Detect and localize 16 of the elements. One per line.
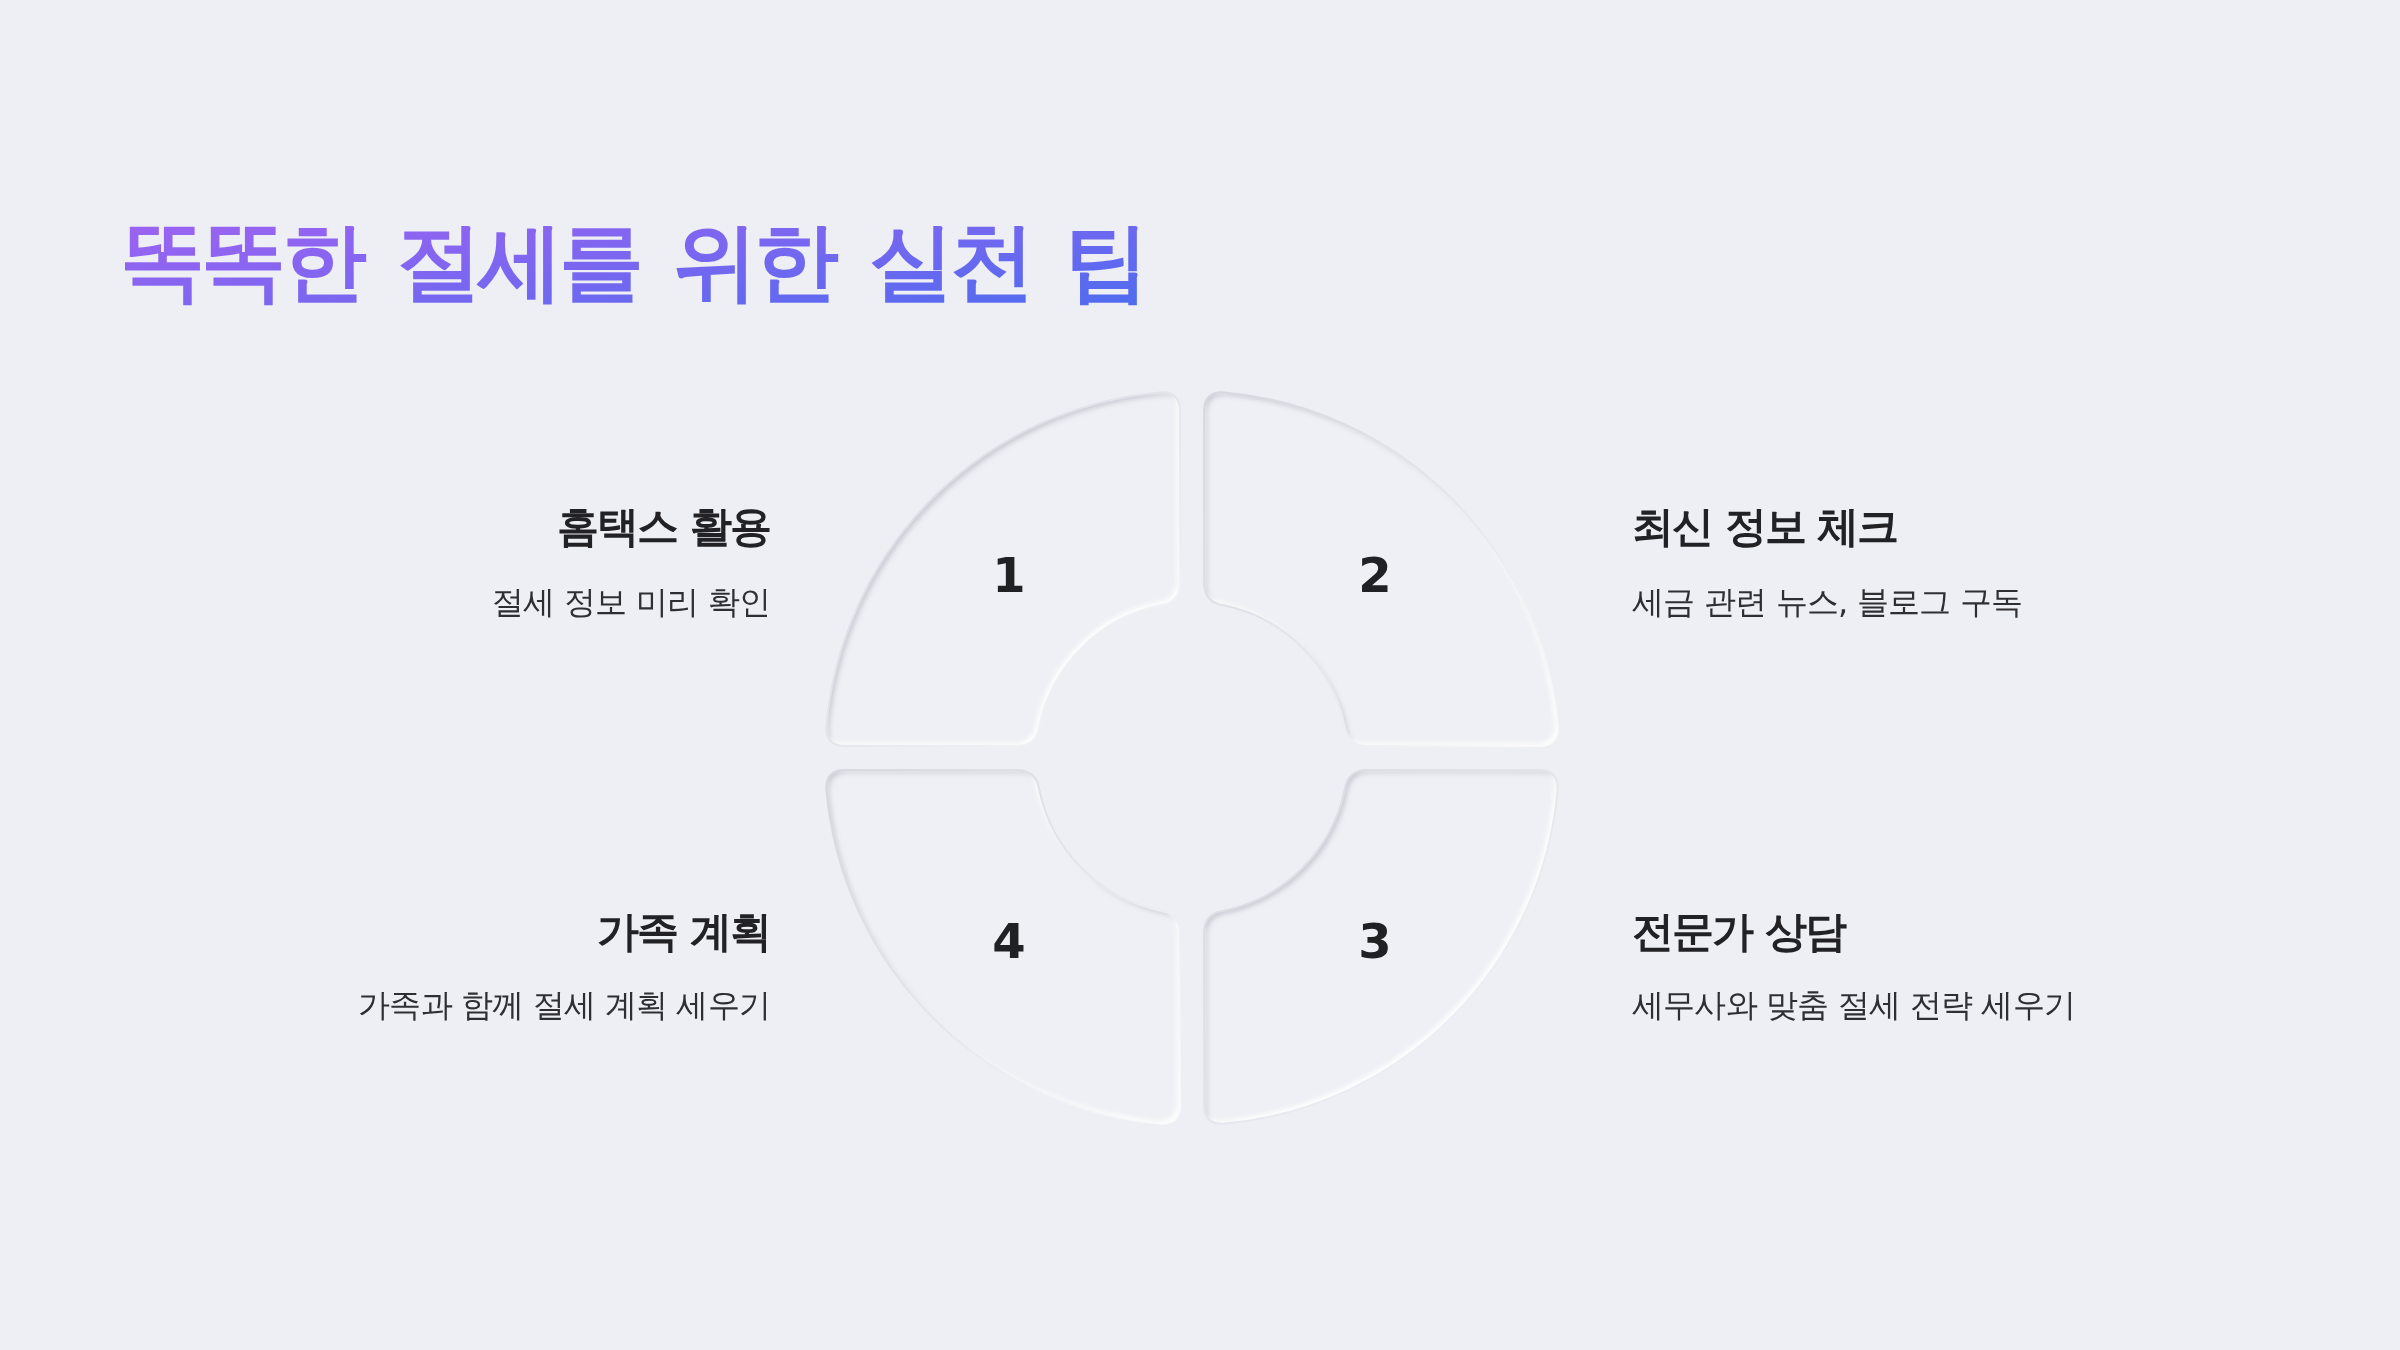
step-description: 세금 관련 뉴스, 블로그 구독 bbox=[1632, 582, 2023, 623]
step-heading: 최신 정보 체크 bbox=[1632, 501, 1898, 553]
step-heading: 전문가 상담 bbox=[1632, 906, 1845, 958]
step-number: 1 bbox=[992, 546, 1026, 604]
ring-segment bbox=[1203, 390, 1560, 747]
step-number: 4 bbox=[992, 912, 1026, 970]
ring-segment bbox=[1203, 769, 1560, 1126]
step-number: 3 bbox=[1358, 912, 1392, 970]
ring-segment bbox=[824, 390, 1181, 747]
ring-segment bbox=[824, 769, 1181, 1126]
step-description: 가족과 함께 절세 계획 세우기 bbox=[358, 985, 770, 1026]
step-description: 세무사와 맞춤 절세 전략 세우기 bbox=[1632, 985, 2076, 1026]
step-heading: 가족 계획 bbox=[597, 906, 770, 958]
step-description: 절세 정보 미리 확인 bbox=[492, 582, 770, 623]
step-number: 2 bbox=[1358, 546, 1392, 604]
step-heading: 홈택스 활용 bbox=[557, 501, 770, 553]
